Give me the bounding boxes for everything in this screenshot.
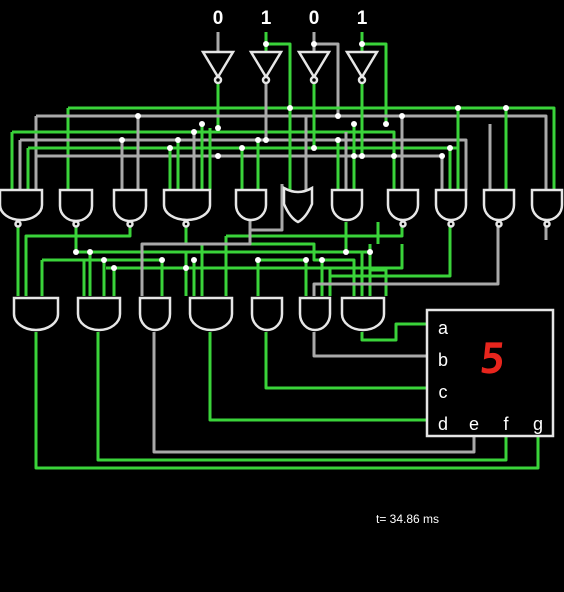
segment-label-f: f xyxy=(503,414,509,434)
mid-10 xyxy=(42,258,164,296)
and-gate-bottom-2 xyxy=(76,296,122,332)
out-a xyxy=(360,322,428,342)
and-gate-top-3 xyxy=(112,188,148,228)
input-bit-3[interactable]: 1 xyxy=(356,8,368,29)
and-gate-bottom-5 xyxy=(250,296,284,332)
mid-25 xyxy=(140,222,252,296)
mid-3 xyxy=(24,222,132,296)
mid-4 xyxy=(184,222,356,296)
wire-junctions xyxy=(73,41,509,271)
and-gate-top-8 xyxy=(386,188,420,228)
seven-segment-display xyxy=(425,308,555,438)
and-gate-top-4 xyxy=(162,188,212,228)
and-gate-top-5 xyxy=(234,188,268,222)
input-bit-2[interactable]: 0 xyxy=(308,8,320,29)
out-e xyxy=(152,332,476,454)
not-gate-2 xyxy=(296,50,332,85)
mid-24 xyxy=(106,244,404,270)
or-gate-top-6 xyxy=(282,185,314,224)
and-gate-bottom-7 xyxy=(340,296,386,332)
and-gate-top-9 xyxy=(434,188,468,228)
segment-label-d: d xyxy=(437,414,448,434)
bus-4 xyxy=(20,138,468,190)
display-digit: 5 xyxy=(477,334,508,383)
bus-6 xyxy=(36,154,444,190)
out-b xyxy=(312,332,428,358)
wire-in2-branch xyxy=(314,42,340,116)
bus-1 xyxy=(68,106,556,190)
not-gate-3 xyxy=(344,50,380,85)
and-gate-bottom-6 xyxy=(298,296,332,332)
segment-label-b: b xyxy=(437,350,448,370)
input-bit-1[interactable]: 1 xyxy=(260,8,272,29)
and-gate-top-11 xyxy=(530,188,564,228)
and-gate-bottom-4 xyxy=(188,296,234,332)
and-gate-top-10 xyxy=(482,188,516,228)
out-d xyxy=(208,332,428,422)
simulation-time: t= 34.86 ms xyxy=(376,512,440,526)
segment-label-e: e xyxy=(468,414,479,434)
out-f xyxy=(96,332,508,462)
and-gate-top-7 xyxy=(330,188,364,222)
mid-17 xyxy=(258,258,308,296)
bus-2 xyxy=(36,114,548,190)
segment-label-c: c xyxy=(438,382,448,402)
and-gate-bottom-1 xyxy=(12,296,60,332)
mid-26 xyxy=(312,222,500,296)
and-gate-top-1 xyxy=(0,188,44,228)
segment-label-a: a xyxy=(437,318,448,338)
out-g xyxy=(34,332,540,470)
wire-in3-branch xyxy=(362,42,388,124)
segment-label-g: g xyxy=(532,414,543,434)
and-gate-top-2 xyxy=(58,188,94,228)
and-gate-bottom-3 xyxy=(138,296,172,332)
not-gate-0 xyxy=(200,50,236,85)
mid-23 xyxy=(330,222,452,278)
not-gate-1 xyxy=(248,50,284,85)
wires xyxy=(10,32,556,470)
out-c xyxy=(264,332,428,390)
input-bit-0[interactable]: 0 xyxy=(212,8,224,29)
wire-in1-branch xyxy=(266,42,292,108)
